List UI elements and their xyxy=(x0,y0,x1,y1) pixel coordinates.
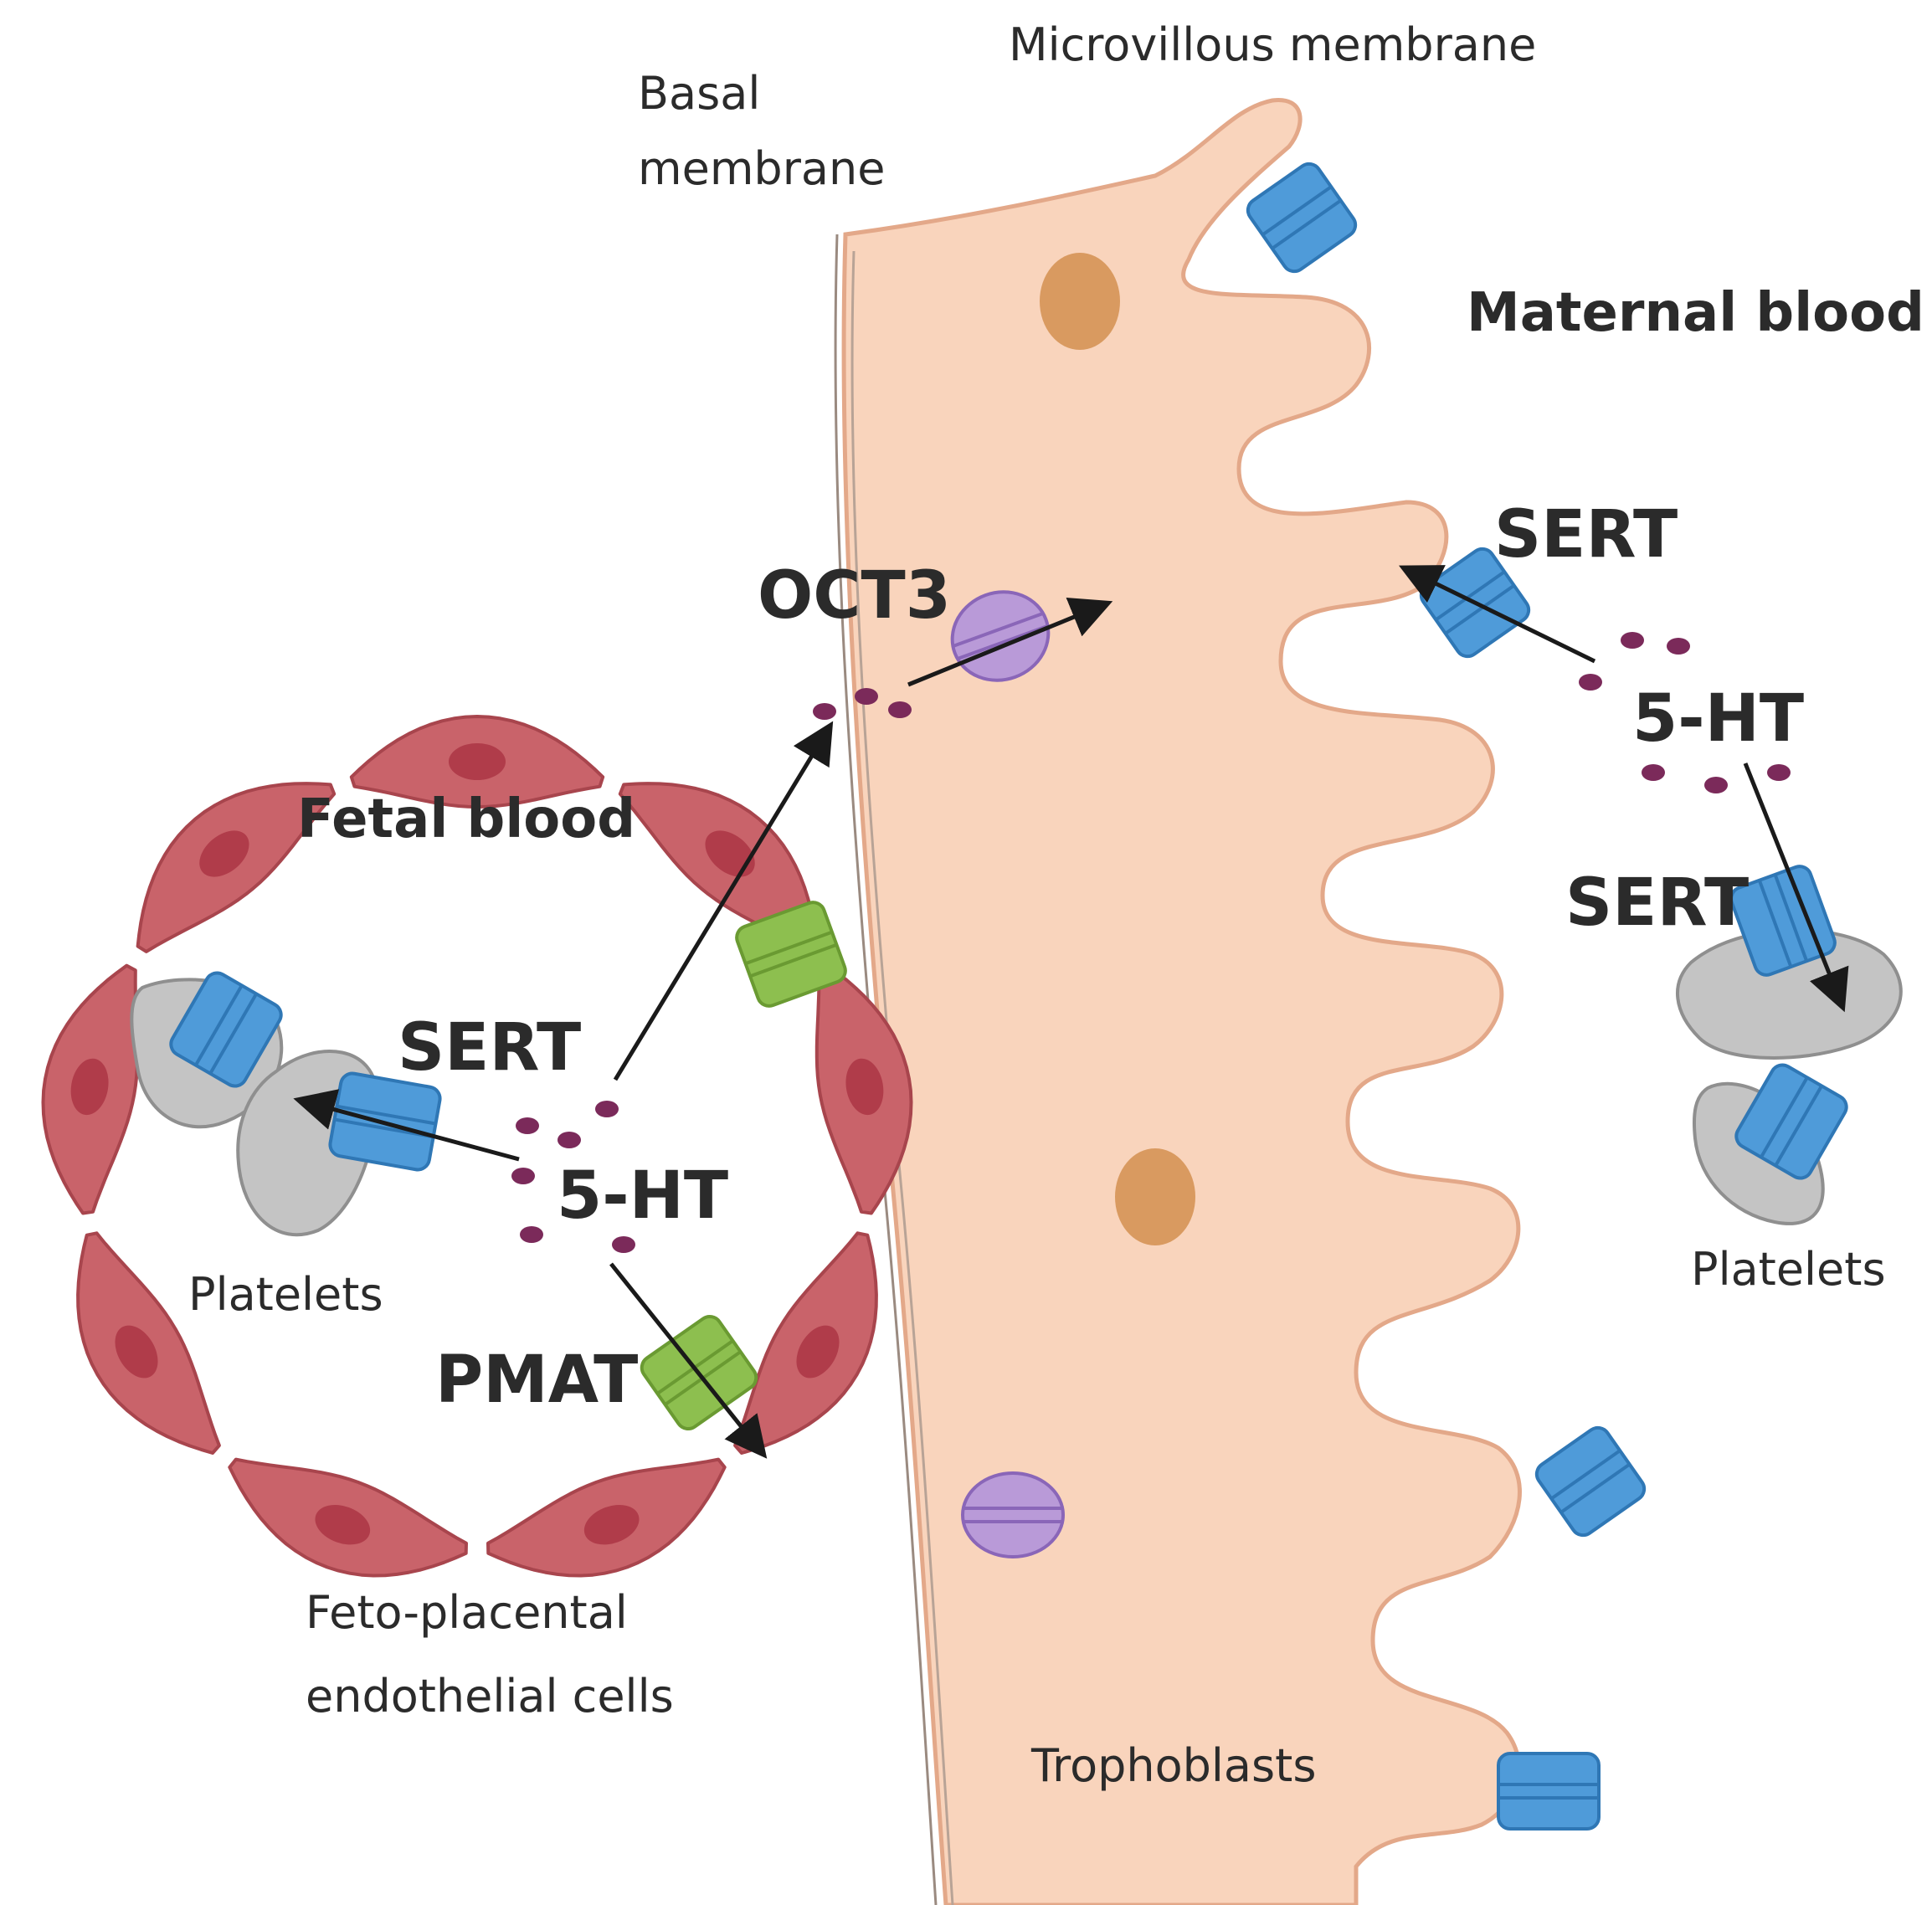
endothelial-nucleus xyxy=(796,1325,840,1379)
platelets-maternal-label: Platelets xyxy=(1691,1243,1886,1296)
endothelial-cells-label-line2: endothelial cells xyxy=(306,1670,674,1723)
endothelial-nucleus xyxy=(115,1325,158,1379)
platelets-fetal-label: Platelets xyxy=(188,1268,383,1321)
sert-transporter-icon xyxy=(1734,1063,1848,1180)
sert-transporter-icon xyxy=(1246,162,1358,274)
endothelial-cells-label-line1: Feto-placental xyxy=(306,1586,628,1639)
sert-maternal-lower-label: SERT xyxy=(1565,865,1749,941)
endothelial-nucleus xyxy=(583,1504,640,1545)
arrow-oct3-to-trophoblast xyxy=(907,597,1113,687)
endothelial-nucleus xyxy=(845,1058,884,1116)
maternal-blood-label: Maternal blood xyxy=(1467,282,1924,344)
sert-maternal-upper-label: SERT xyxy=(1494,497,1678,573)
trophoblasts-label: Trophoblasts xyxy=(1030,1739,1316,1792)
serotonin-fetal-label: 5-HT xyxy=(557,1158,728,1234)
trophoblast-body xyxy=(841,98,1522,1905)
sert-transporter-icon xyxy=(1534,1425,1647,1538)
endothelial-nucleus xyxy=(315,1504,371,1545)
oct3-transporter-icon xyxy=(961,1471,1065,1558)
arrow-maternal-to-sert-platelet xyxy=(1743,763,1849,1013)
arrow-fetal-to-sert-platelet xyxy=(293,1089,520,1162)
sert-fetal-label: SERT xyxy=(398,1010,581,1086)
endothelial-nucleus xyxy=(449,743,506,780)
trophoblast-nucleus xyxy=(1040,253,1120,350)
endothelial-nucleus xyxy=(705,830,755,877)
endothelial-nucleus xyxy=(70,1058,109,1116)
arrow-fetal-to-oct3-pool xyxy=(613,721,834,1081)
arrow-fetal-to-pmat xyxy=(609,1262,768,1459)
serotonin-molecules-fetal xyxy=(511,1101,635,1253)
pmat-transporter-icon xyxy=(735,901,847,1008)
sert-transporter-icon xyxy=(169,971,283,1088)
trophoblast-layer xyxy=(834,98,1522,1905)
endothelial-nucleus xyxy=(199,830,249,877)
sert-transporter-icon xyxy=(1729,865,1837,977)
pmat-label: PMAT xyxy=(435,1343,638,1418)
basal-membrane-label-line1: Basal xyxy=(638,67,760,120)
basal-membrane-label-line2: membrane xyxy=(638,142,885,195)
sert-transporter-icon xyxy=(1497,1752,1601,1831)
oct3-label: OCT3 xyxy=(758,558,951,634)
serotonin-molecules-maternal xyxy=(1579,632,1791,793)
arrow-maternal-to-sert-trophoblast xyxy=(1399,565,1596,664)
fetal-blood-label: Fetal blood xyxy=(297,788,635,850)
trophoblast-nucleus xyxy=(1115,1148,1195,1245)
serotonin-maternal-label: 5-HT xyxy=(1632,681,1804,757)
transport-arrows xyxy=(293,565,1849,1459)
endothelial-ring xyxy=(41,715,913,1578)
serotonin-molecules-transit xyxy=(813,688,912,720)
microvillous-membrane-label: Microvillous membrane xyxy=(1009,18,1536,71)
